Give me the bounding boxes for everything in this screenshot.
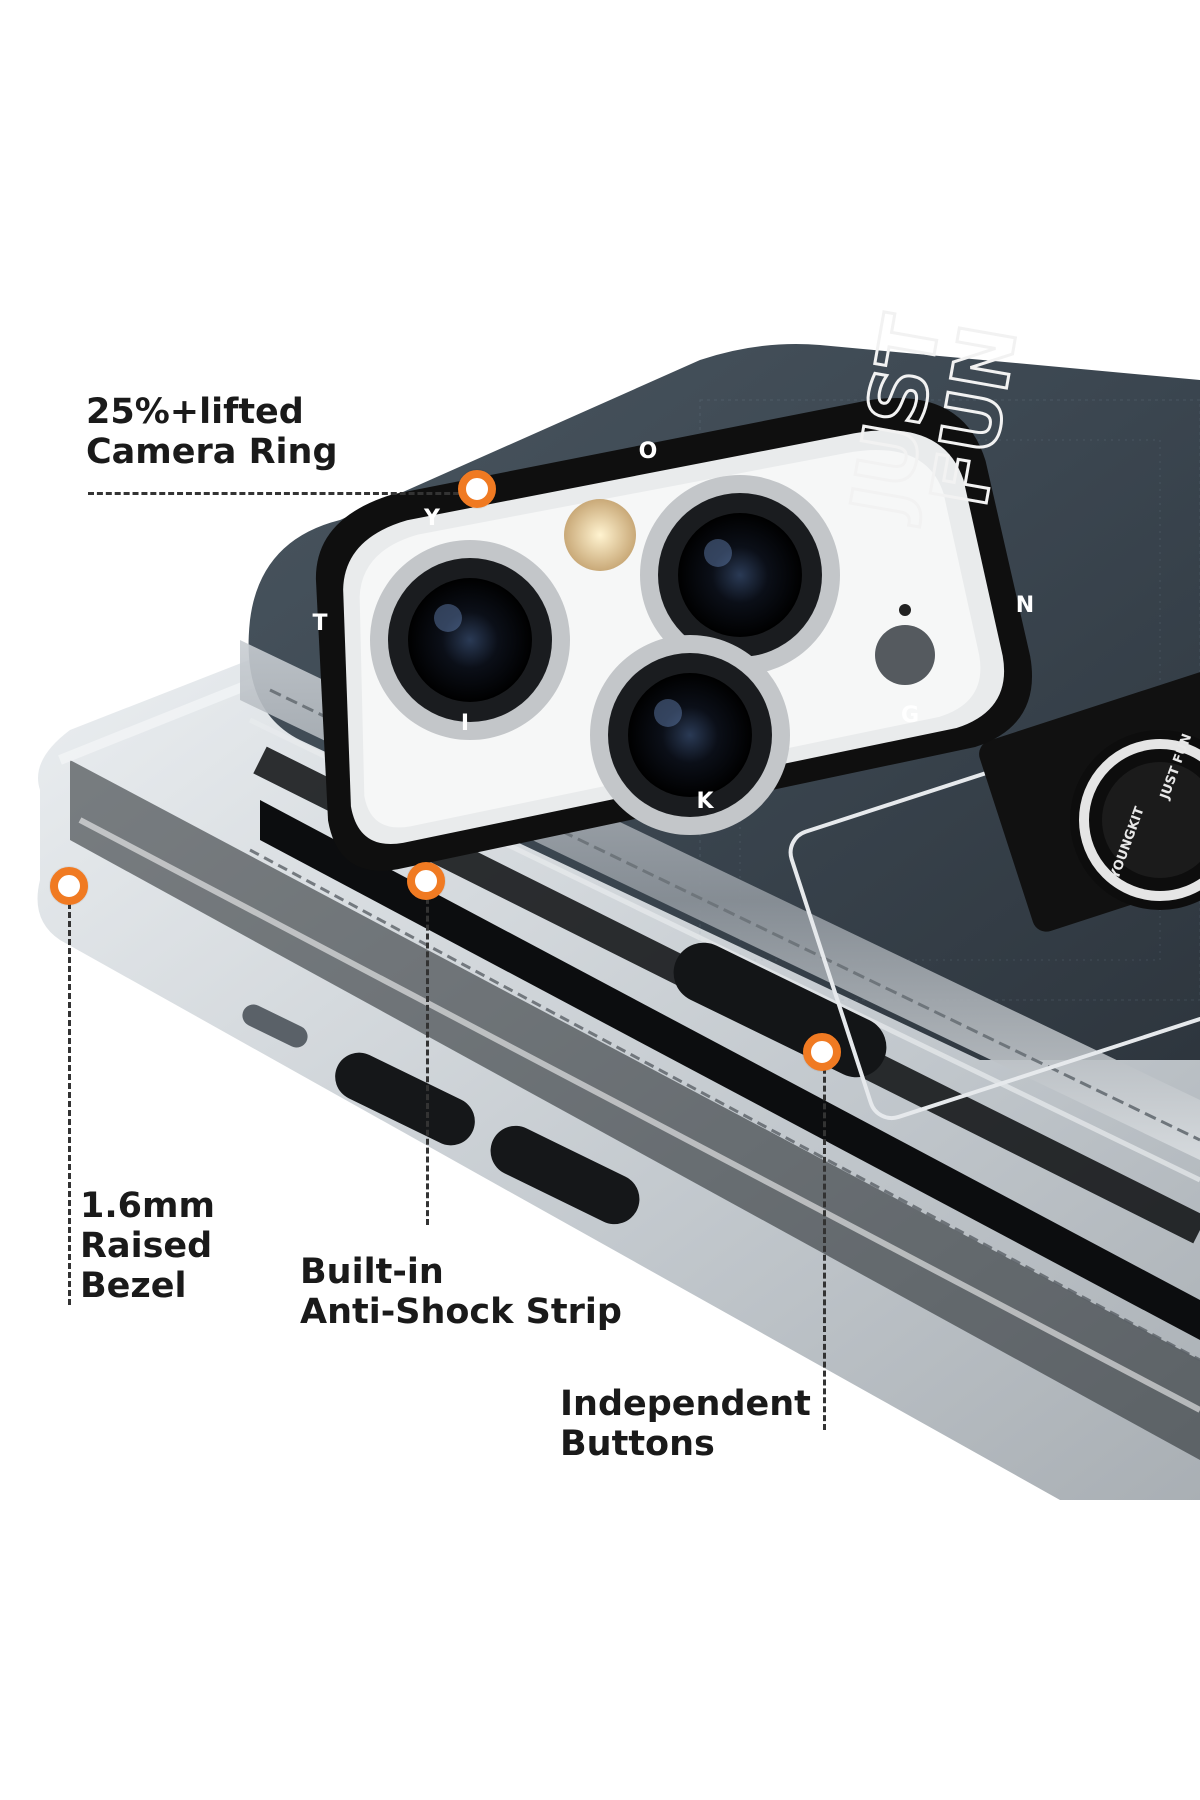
- camera-ring-callout: 25%+lifted Camera Ring: [86, 392, 338, 472]
- camera-ring-leader: [88, 492, 468, 495]
- bezel-callout-line-1: 1.6mm: [80, 1186, 215, 1226]
- camera-ring-callout-line-1: 25%+lifted: [86, 392, 304, 432]
- buttons-callout: Independent Buttons: [560, 1384, 811, 1464]
- bezel-marker: [50, 867, 88, 905]
- bezel-callout-line-3: Bezel: [80, 1266, 187, 1306]
- buttons-marker: [803, 1033, 841, 1071]
- ring-letter: G: [901, 703, 919, 728]
- ring-letter: O: [639, 439, 658, 464]
- bezel-callout: 1.6mm Raised Bezel: [80, 1186, 215, 1306]
- buttons-leader: [823, 1050, 826, 1430]
- anti-shock-callout-line-2: Anti-Shock Strip: [300, 1292, 622, 1332]
- anti-shock-callout-line-1: Built-in: [300, 1252, 444, 1292]
- camera-ring-callout-line-2: Camera Ring: [86, 432, 338, 472]
- anti-shock-leader: [426, 880, 429, 1225]
- slogan: JUST FUN: [833, 307, 1037, 529]
- anti-shock-callout: Built-in Anti-Shock Strip: [300, 1252, 622, 1332]
- bezel-callout-line-2: Raised: [80, 1226, 213, 1266]
- camera-lenses: [370, 475, 935, 835]
- ring-letter: Y: [423, 506, 441, 531]
- ring-letters: O Y T I K G N: [312, 439, 1034, 814]
- ring-letter: T: [312, 611, 327, 636]
- ring-letter: I: [461, 711, 469, 736]
- camera-ring-marker: [458, 470, 496, 508]
- ring-letter: N: [1016, 593, 1034, 618]
- anti-shock-marker: [407, 862, 445, 900]
- buttons-callout-line-2: Buttons: [560, 1424, 715, 1464]
- bezel-leader: [68, 885, 71, 1305]
- buttons-callout-line-1: Independent: [560, 1384, 811, 1424]
- ring-letter: K: [696, 789, 714, 814]
